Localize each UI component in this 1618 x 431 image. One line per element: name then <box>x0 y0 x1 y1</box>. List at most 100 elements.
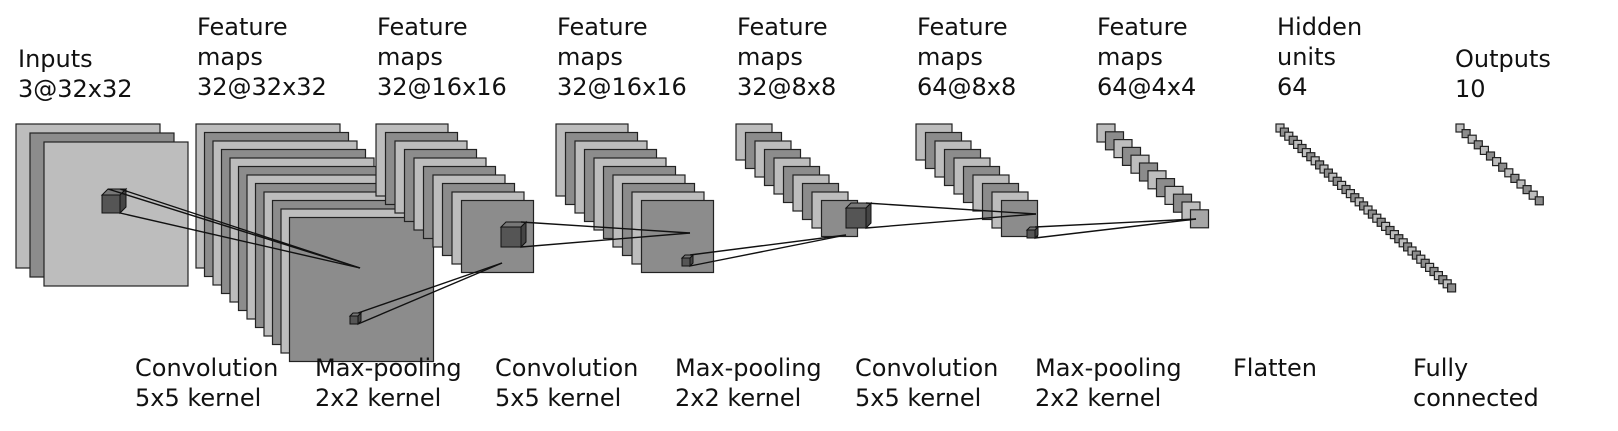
feature-map <box>288 216 435 363</box>
layer-label-line: 10 <box>1455 75 1486 103</box>
conv2-kernel <box>500 226 522 248</box>
layer-label-line: maps <box>737 43 803 71</box>
conv2-maps-stack <box>555 123 715 274</box>
op-label-fully-connected: Fully connected <box>1413 353 1539 413</box>
layer-label-line: 64@4x4 <box>1097 73 1197 101</box>
output-unit <box>1467 134 1477 144</box>
connection-line <box>1034 218 1197 228</box>
op-label-line: Convolution <box>495 354 639 382</box>
layer-label-line: Inputs <box>18 45 93 73</box>
conv3-maps-stack <box>915 123 1039 238</box>
op-label-line: 2x2 kernel <box>675 384 802 412</box>
op-label-conv2: Convolution 5x5 kernel <box>495 353 638 413</box>
layer-label-line: 3@32x32 <box>18 75 133 103</box>
connection-line <box>107 188 361 269</box>
output-unit <box>1479 145 1490 155</box>
connection-line <box>689 234 847 256</box>
outputs-chain <box>1455 123 1544 206</box>
output-unit <box>1516 179 1526 189</box>
connection-line <box>520 221 691 234</box>
layer-label-line: Hidden <box>1277 13 1363 41</box>
layer-label-line: 64 <box>1277 73 1308 101</box>
layer-label-line: maps <box>917 43 983 71</box>
layer-label-outputs: Outputs 10 <box>1455 44 1551 104</box>
layer-label-line: 64@8x8 <box>917 73 1017 101</box>
output-unit <box>1485 151 1496 161</box>
connection-line <box>689 234 847 267</box>
op-label-pool2: Max-pooling 2x2 kernel <box>675 353 822 413</box>
op-label-line: 2x2 kernel <box>1035 384 1162 412</box>
layer-label-pool2-maps: Feature maps 32@8x8 <box>737 12 836 102</box>
conv1-maps-stack <box>195 123 435 363</box>
connection-line <box>1034 218 1197 239</box>
output-unit <box>1528 190 1538 200</box>
conv2-kernel-side <box>520 220 527 249</box>
pool3-maps-stack <box>1096 123 1210 229</box>
layer-label-line: Feature <box>557 13 648 41</box>
output-unit <box>1455 123 1465 133</box>
op-label-conv3: Convolution 5x5 kernel <box>855 353 998 413</box>
layer-label-line: maps <box>377 43 443 71</box>
op-label-line: connected <box>1413 384 1539 412</box>
output-unit <box>1504 168 1514 178</box>
layer-label-line: 32@16x16 <box>557 73 687 101</box>
output-unit <box>1461 129 1471 139</box>
connection-line <box>865 202 1037 215</box>
op-label-line: Flatten <box>1233 354 1317 382</box>
layer-label-line: units <box>1277 43 1337 71</box>
layer-label-line: Outputs <box>1455 45 1551 73</box>
output-unit <box>1510 173 1520 183</box>
layer-label-line: maps <box>1097 43 1163 71</box>
op-label-line: Fully <box>1413 354 1469 382</box>
op-label-pool1: Max-pooling 2x2 kernel <box>315 353 462 413</box>
output-unit <box>1522 185 1532 195</box>
connection-line <box>357 262 503 314</box>
pool2-kernel <box>681 257 691 267</box>
layer-label-line: Feature <box>917 13 1008 41</box>
layer-label-line: Feature <box>737 13 828 41</box>
op-label-line: Convolution <box>135 354 279 382</box>
connection-line <box>119 212 361 269</box>
hidden-units-chain <box>1275 123 1457 293</box>
hidden-unit <box>1446 283 1457 293</box>
output-unit <box>1498 162 1508 172</box>
layer-label-conv2-maps: Feature maps 32@16x16 <box>557 12 687 102</box>
output-unit <box>1473 140 1483 150</box>
conv3-kernel-side <box>865 201 872 230</box>
layer-label-pool3-maps: Feature maps 64@4x4 <box>1097 12 1196 102</box>
layer-label-pool1-maps: Feature maps 32@16x16 <box>377 12 507 102</box>
kernel-projections <box>100 187 1197 326</box>
layer-label-conv1-maps: Feature maps 32@32x32 <box>197 12 327 102</box>
op-label-line: 5x5 kernel <box>855 384 982 412</box>
conv1-kernel <box>101 194 121 214</box>
pool1-kernel <box>349 315 359 325</box>
op-label-line: 5x5 kernel <box>495 384 622 412</box>
connection-line <box>520 232 691 248</box>
layer-label-line: maps <box>557 43 623 71</box>
op-label-flatten: Flatten <box>1233 353 1317 383</box>
op-label-line: Max-pooling <box>1035 354 1182 382</box>
layer-label-conv3-maps: Feature maps 64@8x8 <box>917 12 1016 102</box>
layer-label-inputs: Inputs 3@32x32 <box>18 44 133 104</box>
op-label-line: Max-pooling <box>315 354 462 382</box>
output-unit <box>1534 196 1544 206</box>
layer-label-line: 32@8x8 <box>737 73 837 101</box>
op-label-line: Convolution <box>855 354 999 382</box>
layer-label-line: Feature <box>197 13 288 41</box>
pool2-maps-stack <box>735 123 859 238</box>
op-label-line: 2x2 kernel <box>315 384 442 412</box>
pool3-kernel <box>1026 229 1036 239</box>
op-label-line: Max-pooling <box>675 354 822 382</box>
inputs-stack <box>15 123 189 287</box>
connection-line <box>865 213 1037 229</box>
feature-map <box>43 141 189 287</box>
layer-label-line: maps <box>197 43 263 71</box>
layer-label-line: Feature <box>377 13 468 41</box>
op-label-pool3: Max-pooling 2x2 kernel <box>1035 353 1182 413</box>
op-label-line: 5x5 kernel <box>135 384 262 412</box>
layer-label-line: 32@16x16 <box>377 73 507 101</box>
layer-label-line: Feature <box>1097 13 1188 41</box>
output-unit <box>1491 157 1502 167</box>
conv3-kernel <box>845 207 867 229</box>
